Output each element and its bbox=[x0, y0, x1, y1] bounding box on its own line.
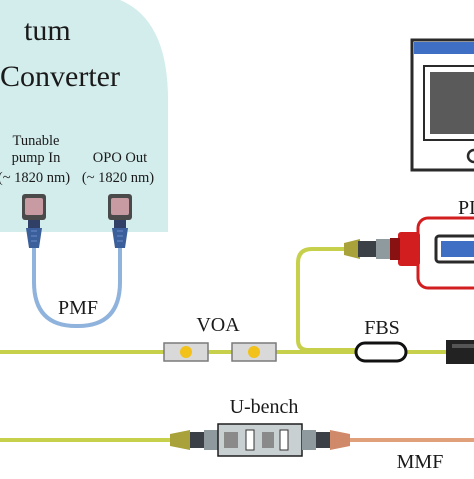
voa-label: VOA bbox=[196, 314, 240, 336]
power-meter-icon bbox=[390, 216, 474, 290]
pl-label: PL bbox=[458, 197, 474, 219]
pump-in-connector-icon bbox=[22, 194, 46, 248]
fbs-splitter-icon bbox=[354, 341, 408, 363]
fiber-to-pl bbox=[296, 247, 360, 352]
pl-fiber-connector-icon bbox=[344, 239, 390, 259]
pump-in-label-line2: pump In bbox=[12, 150, 61, 166]
converter-box bbox=[0, 0, 168, 232]
converter-title-line1: tum bbox=[24, 14, 71, 47]
pmf-label: PMF bbox=[58, 297, 98, 319]
opo-out-label-line1: OPO Out bbox=[93, 150, 147, 166]
ubench-icon bbox=[170, 423, 350, 457]
fbs-label: FBS bbox=[364, 317, 400, 339]
converter-title-line2: Converter bbox=[0, 60, 120, 93]
pump-in-label-line3: (~ 1820 nm) bbox=[0, 170, 70, 186]
opo-out-connector-icon bbox=[108, 194, 132, 248]
opo-out-label-line2: (~ 1820 nm) bbox=[82, 170, 154, 186]
monitor-icon bbox=[410, 38, 474, 172]
mmf-label: MMF bbox=[397, 451, 444, 473]
fiber-end-connector-icon bbox=[446, 340, 474, 364]
pmf-fiber bbox=[32, 245, 122, 328]
voa-attenuator-icon bbox=[163, 342, 277, 362]
pump-in-label-line1: Tunable bbox=[13, 133, 60, 149]
ubench-label: U-bench bbox=[230, 396, 299, 418]
